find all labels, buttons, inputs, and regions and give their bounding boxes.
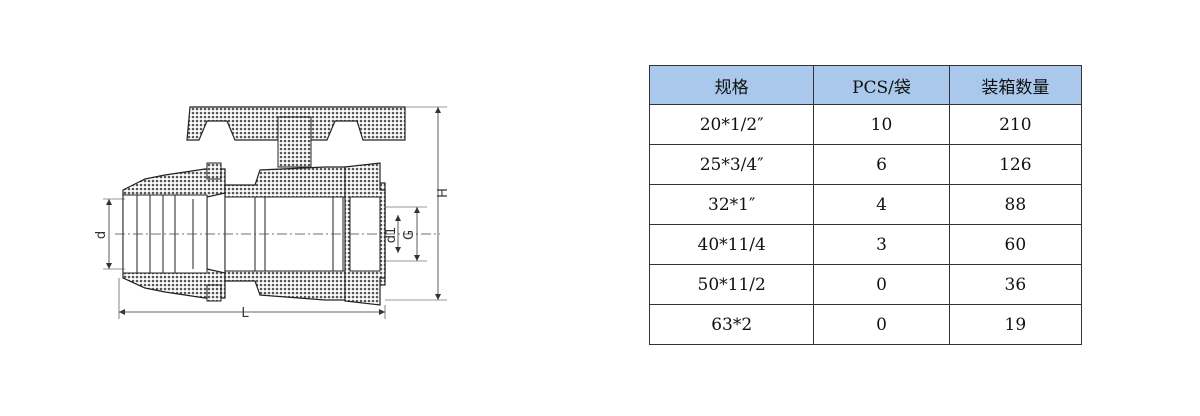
cell-pcs: 0 xyxy=(813,304,950,345)
table-row: 63*2 0 19 xyxy=(648,304,1083,345)
label-H: H xyxy=(436,188,451,198)
table-row: 32*1″ 4 88 xyxy=(648,184,1083,225)
label-L: L xyxy=(241,306,249,321)
cell-pcs: 0 xyxy=(813,264,950,305)
cell-spec: 50*11/2 xyxy=(648,264,815,305)
header-spec: 规格 xyxy=(648,65,815,105)
label-d1: d1 xyxy=(384,227,399,244)
cell-carton: 36 xyxy=(948,264,1083,305)
dimension-d1: d1 xyxy=(384,215,401,253)
label-d: d xyxy=(95,231,109,239)
valve-handle xyxy=(186,106,406,168)
cell-carton: 60 xyxy=(948,224,1083,265)
cell-carton: 210 xyxy=(948,104,1083,145)
cell-spec: 63*2 xyxy=(648,304,815,345)
packing-spec-table: 规格 PCS/袋 装箱数量 20*1/2″ 10 210 25*3/4″ 6 1… xyxy=(648,65,1083,345)
header-pcs-per-bag: PCS/袋 xyxy=(813,65,950,105)
cell-spec: 40*11/4 xyxy=(648,224,815,265)
table-row: 25*3/4″ 6 126 xyxy=(648,144,1083,185)
cell-pcs: 4 xyxy=(813,184,950,225)
valve-technical-drawing: d d1 G H xyxy=(95,95,465,325)
label-G: G xyxy=(402,230,417,240)
cell-spec: 20*1/2″ xyxy=(648,104,815,145)
cell-carton: 88 xyxy=(948,184,1083,225)
compression-end xyxy=(122,162,226,302)
dimension-L: L xyxy=(118,278,386,321)
dimension-G: G xyxy=(385,206,427,262)
cell-pcs: 3 xyxy=(813,224,950,265)
table-row: 20*1/2″ 10 210 xyxy=(648,104,1083,145)
cell-carton: 19 xyxy=(948,304,1083,345)
cell-spec: 25*3/4″ xyxy=(648,144,815,185)
header-carton-qty: 装箱数量 xyxy=(948,65,1083,105)
cell-carton: 126 xyxy=(948,144,1083,185)
table-row: 50*11/2 0 36 xyxy=(648,264,1083,305)
dimension-d: d xyxy=(95,198,125,270)
dimension-H: H xyxy=(385,106,451,301)
cell-spec: 32*1″ xyxy=(648,184,815,225)
table-row: 40*11/4 3 60 xyxy=(648,224,1083,265)
cell-pcs: 10 xyxy=(813,104,950,145)
table-header-row: 规格 PCS/袋 装箱数量 xyxy=(648,65,1083,105)
cell-pcs: 6 xyxy=(813,144,950,185)
